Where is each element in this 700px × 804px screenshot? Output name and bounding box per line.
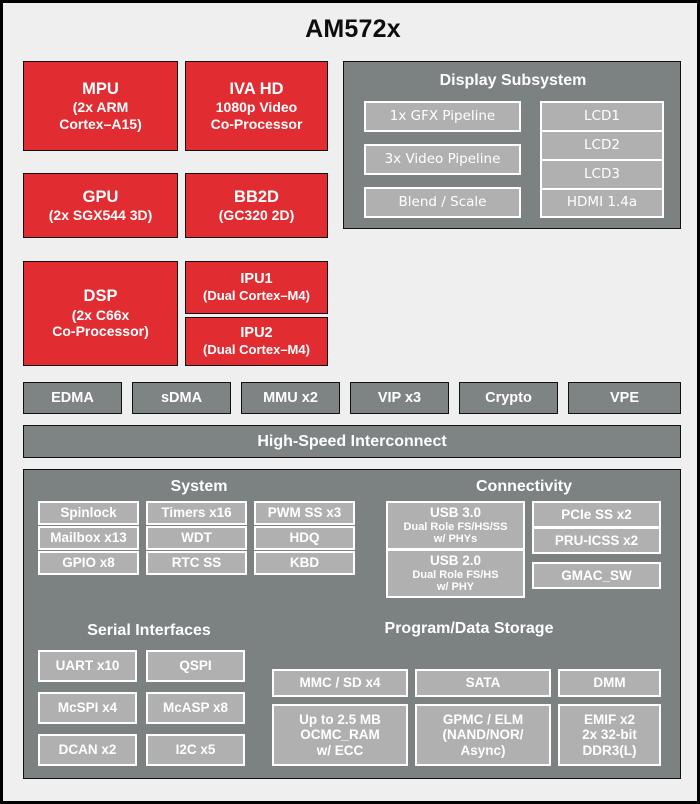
chip-video-pipeline[interactable]: 3x Video Pipeline (364, 144, 521, 175)
block-bb2d[interactable]: BB2D (GC320 2D) (185, 173, 328, 238)
connectivity-title: Connectivity (475, 478, 572, 495)
chip-hdmi[interactable]: HDMI 1.4a (540, 188, 664, 218)
chip-gfx-pipeline[interactable]: 1x GFX Pipeline (364, 101, 521, 132)
block-ivahd-line2: 1080p Video (215, 99, 298, 116)
chip-usb2[interactable]: USB 2.0 Dual Role FS/HS w/ PHY (386, 549, 525, 598)
chip-emif-line2: 2x 32-bit (582, 727, 637, 743)
chip-mmc-sd[interactable]: MMC / SD x4 (272, 669, 408, 697)
chip-emif[interactable]: EMIF x2 2x 32-bit DDR3(L) (558, 704, 661, 766)
chip-pcie-ss[interactable]: PCIe SS x2 (532, 501, 661, 528)
block-bb2d-line2: (GC320 2D) (218, 206, 295, 223)
panel-display-subsystem: Display Subsystem 1x GFX Pipeline 3x Vid… (343, 61, 681, 229)
block-sdma[interactable]: sDMA (132, 382, 231, 414)
chip-hdq[interactable]: HDQ (254, 526, 355, 550)
block-ipu2-line2: (Dual Cortex–M4) (203, 342, 310, 358)
chip-emif-line1: EMIF x2 (583, 711, 635, 727)
block-dsp-line2: (2x C66x (71, 306, 130, 323)
chip-ocmc-ram[interactable]: Up to 2.5 MB OCMC_RAM w/ ECC (272, 704, 408, 766)
chip-gpmc-elm-line2: (NAND/NOR/ (442, 727, 524, 743)
chip-uart[interactable]: UART x10 (38, 650, 137, 682)
block-ivahd-line3: Co-Processor (210, 115, 303, 132)
serial-interfaces-title: Serial Interfaces (87, 622, 211, 639)
block-dsp-line1: DSP (83, 287, 118, 306)
chip-lcd1[interactable]: LCD1 (540, 101, 664, 132)
chip-i2c[interactable]: I2C x5 (146, 734, 245, 766)
storage-title: Program/Data Storage (384, 620, 554, 637)
block-dsp[interactable]: DSP (2x C66x Co-Processor) (23, 261, 178, 366)
block-gpu[interactable]: GPU (2x SGX544 3D) (23, 173, 178, 238)
block-mpu-line1: MPU (82, 79, 119, 98)
chip-usb3-sub1: Dual Role FS/HS/SS (403, 520, 508, 533)
block-gpu-line2: (2x SGX544 3D) (48, 206, 153, 223)
chip-sata[interactable]: SATA (415, 669, 551, 697)
chip-lcd2[interactable]: LCD2 (540, 130, 664, 161)
chip-pwm-ss[interactable]: PWM SS x3 (254, 501, 355, 525)
chip-ocmc-ram-line3: w/ ECC (316, 742, 364, 758)
chip-rtc-ss[interactable]: RTC SS (146, 551, 247, 575)
chip-usb3-sub2: w/ PHYs (433, 533, 478, 546)
block-ipu1[interactable]: IPU1 (Dual Cortex–M4) (185, 261, 328, 314)
chip-usb2-sub2: w/ PHY (436, 581, 475, 594)
chip-wdt[interactable]: WDT (146, 526, 247, 550)
chip-gpio[interactable]: GPIO x8 (38, 551, 139, 575)
block-mpu[interactable]: MPU (2x ARM Cortex–A15) (23, 61, 178, 151)
chip-usb3[interactable]: USB 3.0 Dual Role FS/HS/SS w/ PHYs (386, 501, 525, 550)
chip-usb2-name: USB 2.0 (429, 552, 482, 568)
chip-spinlock[interactable]: Spinlock (38, 501, 139, 525)
chip-dmm[interactable]: DMM (558, 669, 661, 697)
chip-gmac-sw[interactable]: GMAC_SW (532, 562, 661, 589)
chip-mcasp[interactable]: McASP x8 (146, 692, 245, 724)
chip-usb2-sub1: Dual Role FS/HS (412, 568, 499, 581)
display-subsystem-title: Display Subsystem (439, 72, 587, 89)
chip-emif-line3: DDR3(L) (582, 742, 637, 758)
block-ipu2-line1: IPU2 (240, 325, 273, 342)
chip-blend-scale[interactable]: Blend / Scale (364, 187, 521, 218)
block-ipu1-line1: IPU1 (240, 271, 273, 288)
chip-dcan[interactable]: DCAN x2 (38, 734, 137, 766)
system-title: System (170, 478, 228, 495)
block-edma[interactable]: EDMA (23, 382, 122, 414)
chip-timers[interactable]: Timers x16 (146, 501, 247, 525)
block-vpe[interactable]: VPE (568, 382, 681, 414)
block-ipu1-line2: (Dual Cortex–M4) (203, 288, 310, 304)
block-vip[interactable]: VIP x3 (350, 382, 449, 414)
chip-gpmc-elm-line3: Async) (460, 742, 506, 758)
block-ivahd[interactable]: IVA HD 1080p Video Co-Processor (185, 61, 328, 151)
block-mpu-line3: Cortex–A15) (59, 115, 142, 132)
chip-qspi[interactable]: QSPI (146, 650, 245, 682)
chip-mailbox[interactable]: Mailbox x13 (38, 526, 139, 550)
block-ivahd-line1: IVA HD (229, 79, 284, 98)
block-mpu-line2: (2x ARM (72, 99, 129, 116)
block-gpu-line1: GPU (82, 187, 119, 206)
block-bb2d-line1: BB2D (234, 187, 279, 206)
block-ipu2[interactable]: IPU2 (Dual Cortex–M4) (185, 317, 328, 366)
chip-mcspi[interactable]: McSPI x4 (38, 692, 137, 724)
chip-pru-icss[interactable]: PRU-ICSS x2 (532, 527, 661, 554)
chip-kbd[interactable]: KBD (254, 551, 355, 575)
block-dsp-line3: Co-Processor) (52, 323, 149, 340)
block-crypto[interactable]: Crypto (459, 382, 558, 414)
chip-ocmc-ram-line2: OCMC_RAM (300, 727, 380, 743)
chip-ocmc-ram-line1: Up to 2.5 MB (299, 711, 381, 727)
chip-lcd3[interactable]: LCD3 (540, 159, 664, 190)
chip-gpmc-elm-line1: GPMC / ELM (442, 711, 524, 727)
page-title: AM572x (305, 15, 401, 43)
block-mmu[interactable]: MMU x2 (241, 382, 340, 414)
block-high-speed-interconnect[interactable]: High-Speed Interconnect (23, 425, 681, 458)
panel-peripherals: System Spinlock Timers x16 PWM SS x3 Mai… (23, 469, 681, 779)
chip-gpmc-elm[interactable]: GPMC / ELM (NAND/NOR/ Async) (415, 704, 551, 766)
chip-usb3-name: USB 3.0 (429, 504, 482, 520)
